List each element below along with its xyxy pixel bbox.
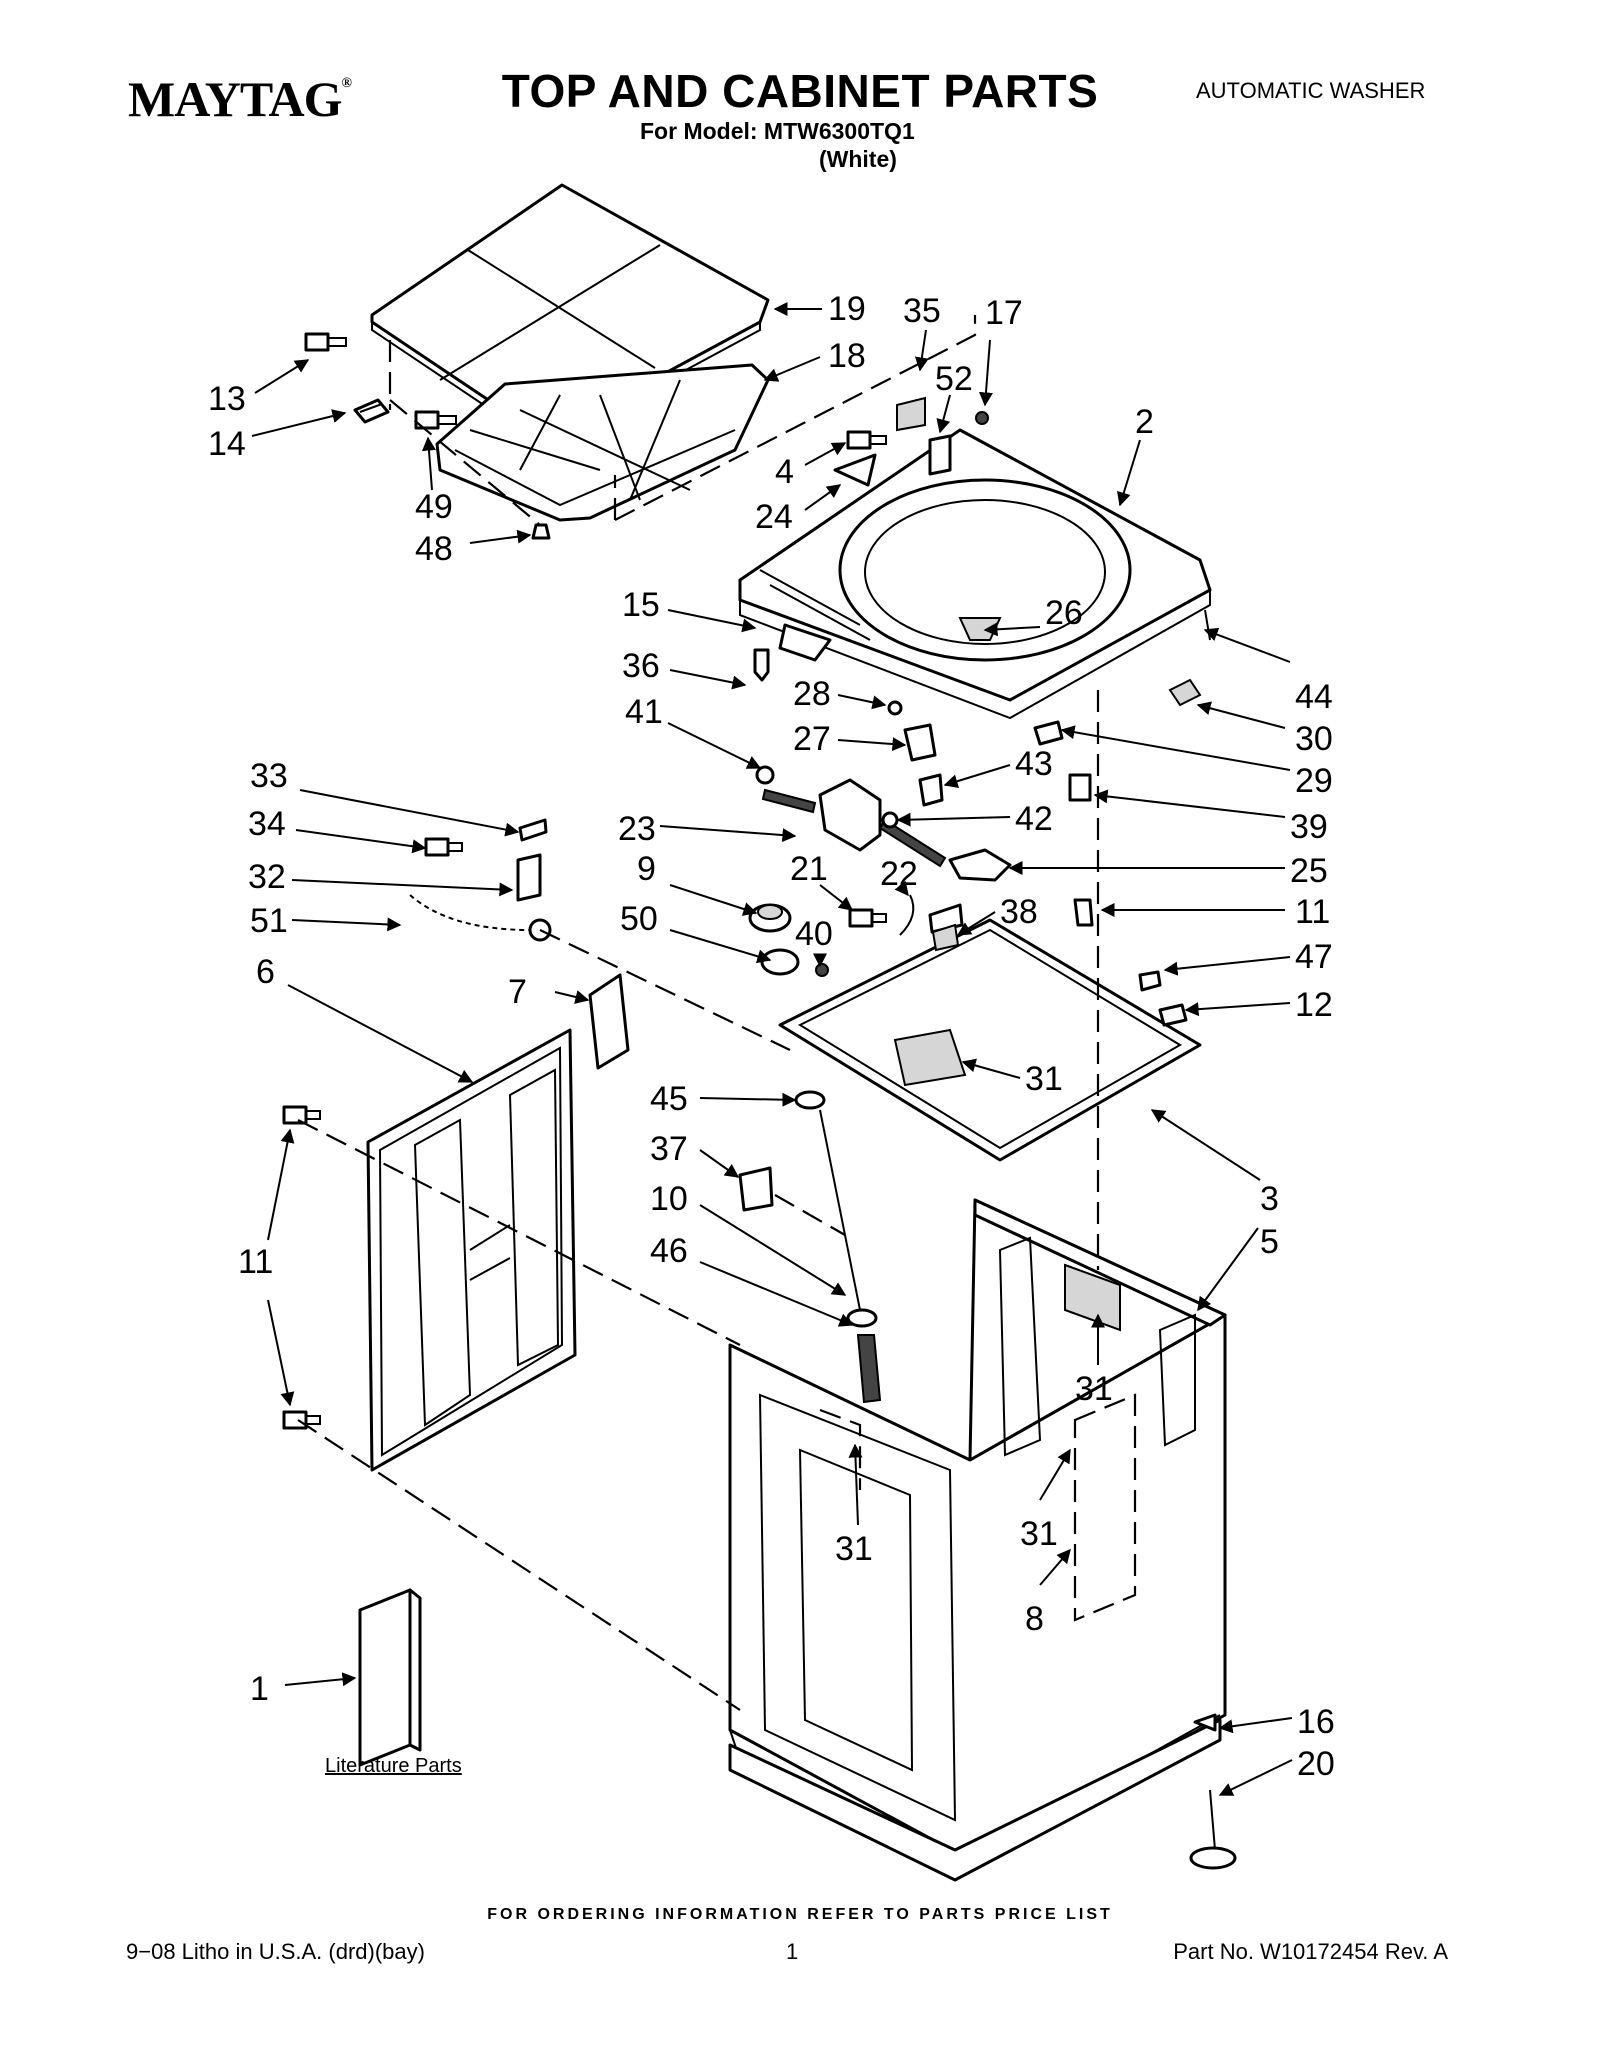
lid-fasteners (304, 332, 551, 540)
callout-31-frame: 31 (1025, 1060, 1063, 1098)
callout-11-rear: 11 (238, 1243, 273, 1281)
suspension-rod (738, 1109, 882, 1404)
lid-assembly (370, 183, 770, 522)
callout-42: 42 (1015, 800, 1053, 838)
ordering-note: FOR ORDERING INFORMATION REFER TO PARTS … (487, 1906, 1113, 1923)
brand-name: MAYTAG (128, 71, 342, 127)
page-number: 1 (786, 1939, 799, 1964)
callout-2: 2 (1135, 403, 1154, 441)
top-panel (738, 428, 1212, 720)
callout-31-side: 31 (1020, 1515, 1058, 1553)
brand-logo: MAYTAG® (128, 70, 352, 128)
literature-label: Literature Parts (325, 1755, 462, 1777)
product-type: AUTOMATIC WASHER (1196, 78, 1426, 103)
callout-23: 23 (618, 810, 656, 848)
callout-20: 20 (1297, 1745, 1335, 1783)
callout-10: 10 (650, 1180, 688, 1218)
callout-numbers: 19 18 13 14 49 48 35 17 52 2 4 24 15 26 … (208, 290, 1335, 1783)
callout-21: 21 (790, 850, 828, 888)
callout-9: 9 (637, 850, 656, 888)
callout-7: 7 (508, 973, 527, 1011)
callout-17: 17 (985, 294, 1023, 332)
callout-19: 19 (828, 290, 866, 328)
callout-47: 47 (1295, 938, 1333, 976)
part-number: Part No. W10172454 Rev. A (1173, 1939, 1448, 1964)
rear-panel (366, 1028, 577, 1472)
top-frame (778, 898, 1202, 1162)
callout-25: 25 (1290, 852, 1328, 890)
callout-32: 32 (248, 858, 286, 896)
callout-16: 16 (1297, 1703, 1335, 1741)
callout-1: 1 (250, 1670, 269, 1708)
callout-50: 50 (620, 900, 658, 938)
cabinet (728, 1198, 1227, 1882)
print-info: 9−08 Litho in U.S.A. (drd)(bay) (126, 1939, 425, 1964)
rear-panel-hardware (282, 818, 630, 1430)
registered-mark: ® (341, 76, 352, 91)
callout-35: 35 (903, 292, 941, 330)
callout-18: 18 (828, 337, 866, 375)
callout-43: 43 (1015, 745, 1053, 783)
callout-3: 3 (1260, 1180, 1279, 1218)
callout-8: 8 (1025, 1600, 1044, 1638)
callout-36: 36 (622, 647, 660, 685)
callout-38: 38 (1000, 893, 1038, 931)
leveling-foot (1189, 1713, 1237, 1870)
callout-46: 46 (650, 1232, 688, 1270)
callout-4: 4 (775, 453, 794, 491)
callout-37: 37 (650, 1130, 688, 1168)
callout-41: 41 (625, 693, 663, 731)
callout-48: 48 (415, 530, 453, 568)
model-number: For Model: MTW6300TQ1 (640, 118, 915, 144)
callout-31-cabinet: 31 (1075, 1370, 1113, 1408)
model-color: (White) (819, 146, 897, 172)
callout-29: 29 (1295, 762, 1333, 800)
leader-lines (251, 302, 1293, 1796)
callout-27: 27 (793, 720, 831, 758)
callout-14: 14 (208, 425, 246, 463)
literature-parts: Literature Parts (325, 1588, 462, 1777)
callout-13: 13 (208, 380, 246, 418)
callout-31-front: 31 (835, 1530, 873, 1568)
callout-5: 5 (1260, 1223, 1279, 1261)
callout-28: 28 (793, 675, 831, 713)
callout-15: 15 (622, 586, 660, 624)
callout-39: 39 (1290, 808, 1328, 846)
callout-33: 33 (250, 757, 288, 795)
callout-24: 24 (755, 498, 793, 536)
lid-lock-assembly (755, 700, 1092, 882)
callout-49: 49 (415, 488, 453, 526)
callout-34: 34 (248, 805, 286, 843)
callout-45: 45 (650, 1080, 688, 1118)
callout-12: 12 (1295, 986, 1333, 1024)
page-title: TOP AND CABINET PARTS (501, 65, 1099, 117)
callout-30: 30 (1295, 720, 1333, 758)
callout-11-top: 11 (1295, 893, 1330, 931)
callout-22: 22 (880, 855, 918, 893)
top-panel-small-parts (753, 396, 1211, 746)
callout-26: 26 (1045, 594, 1083, 632)
callout-52: 52 (935, 360, 973, 398)
callout-40: 40 (795, 915, 833, 953)
callout-44: 44 (1295, 678, 1333, 716)
callout-6: 6 (256, 953, 275, 991)
callout-51: 51 (250, 902, 288, 940)
